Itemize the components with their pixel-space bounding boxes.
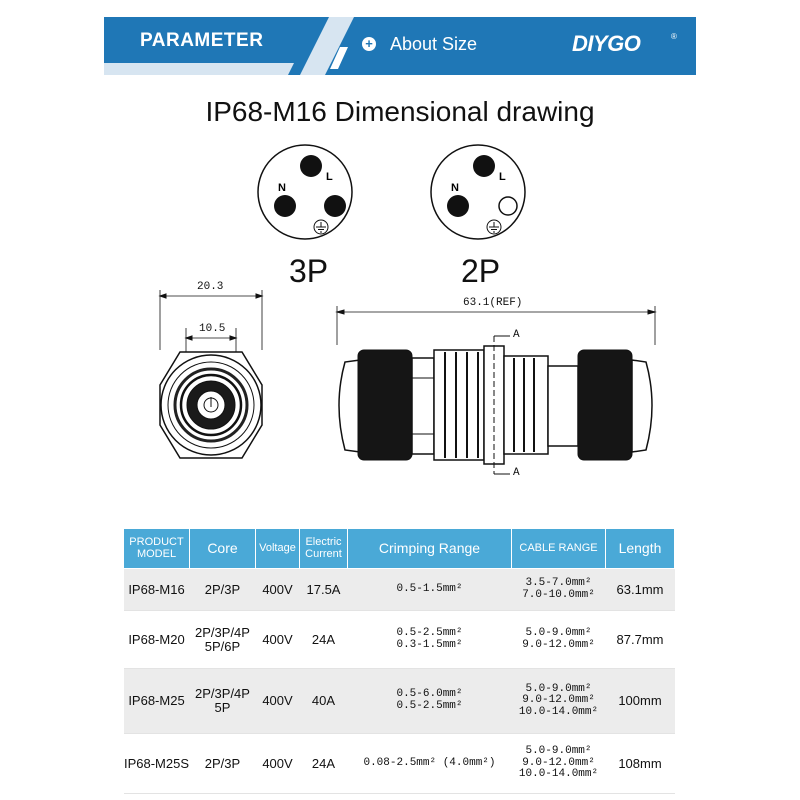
cell-model: IP68-M20: [123, 610, 190, 669]
crimping-line: 0.5-1.5mm²: [396, 582, 463, 595]
pin-diagram-3p: N L: [257, 144, 353, 240]
dimensional-drawing: N L N L: [158, 144, 657, 475]
cell-cable: 5.0-9.0mm² 9.0-12.0mm² 10.0-14.0mm²: [511, 733, 606, 794]
crimping-line: 0.5-2.5mm²: [396, 700, 463, 712]
cell-core: 2P/3P/4P 5P/6P: [189, 610, 256, 669]
cell-core: 2P/3P: [189, 733, 256, 794]
about-size-label: About Size: [390, 34, 478, 54]
header-core: Core: [189, 528, 256, 569]
core-line: 2P/3P: [204, 581, 241, 597]
core-line: 2P/3P/4P: [195, 624, 250, 640]
pin-diagram-label-3p: 3P: [289, 253, 329, 289]
pin-diagram-label-2p: 2P: [461, 253, 501, 289]
cable-line: 7.0-10.0mm²: [522, 588, 595, 601]
pin-label-n: N: [278, 182, 286, 194]
cell-crimping: 0.5-6.0mm² 0.5-2.5mm²: [347, 668, 512, 734]
section-label-top: A: [513, 329, 520, 341]
core-line: 5P/6P: [204, 638, 241, 654]
cell-voltage: 400V: [255, 668, 300, 734]
cell-length: 87.7mm: [605, 610, 675, 669]
page-title: IP68-M16 Dimensional drawing: [205, 96, 595, 127]
cell-voltage: 400V: [255, 610, 300, 669]
cell-voltage: 400V: [255, 733, 300, 794]
registered-mark: ®: [671, 32, 677, 41]
header-banner: PARAMETER + About Size DIYGO ®: [104, 17, 696, 75]
cable-line: 5.0-9.0mm²: [525, 682, 592, 695]
cell-length: 100mm: [605, 668, 675, 734]
end-view: [158, 290, 264, 459]
header-product-model: PRODUCT MODEL: [123, 528, 190, 569]
cable-line: 5.0-9.0mm²: [525, 626, 592, 639]
cell-model: IP68-M16: [123, 568, 190, 611]
cell-cable: 5.0-9.0mm² 9.0-12.0mm²: [511, 610, 606, 669]
crimping-line: 0.5-2.5mm²: [396, 626, 463, 639]
spec-table: PRODUCT MODEL Core Voltage Electric Curr…: [123, 528, 675, 794]
cell-crimping: 0.5-2.5mm² 0.3-1.5mm²: [347, 610, 512, 669]
cable-line: 9.0-12.0mm²: [522, 756, 595, 769]
cell-crimping: 0.5-1.5mm²: [347, 568, 512, 611]
pin-label-l: L: [326, 171, 333, 183]
cable-line: 9.0-12.0mm²: [522, 638, 595, 651]
core-line: 2P/3P: [204, 755, 241, 771]
cable-line: 10.0-14.0mm²: [518, 768, 599, 781]
header-electric-current: Electric Current: [299, 528, 348, 569]
outer-width-dimension: 20.3: [197, 281, 224, 293]
table-row: IP68-M25 2P/3P/4P 5P 400V 40A 0.5-6.0mm²…: [123, 668, 675, 734]
cell-cable: 5.0-9.0mm² 9.0-12.0mm² 10.0-14.0mm²: [511, 668, 606, 734]
cable-line: 3.5-7.0mm²: [525, 576, 592, 589]
earth-icon: [486, 219, 502, 235]
length-dimension: 63.1(REF): [463, 297, 523, 309]
cell-current: 24A: [299, 733, 348, 794]
cell-length: 63.1mm: [605, 568, 675, 611]
inner-width-dimension: 10.5: [199, 323, 226, 335]
table-row: IP68-M20 2P/3P/4P 5P/6P 400V 24A 0.5-2.5…: [123, 610, 675, 669]
section-label-bottom: A: [513, 467, 520, 479]
pin-label-l: L: [499, 171, 506, 183]
header-length: Length: [605, 528, 675, 569]
cell-model: IP68-M25S: [123, 733, 190, 794]
cell-current: 17.5A: [299, 568, 348, 611]
parameter-label: PARAMETER: [140, 30, 264, 51]
table-row: IP68-M16 2P/3P 400V 17.5A 0.5-1.5mm² 3.5…: [123, 568, 675, 611]
brand-logo: DIYGO: [572, 31, 641, 56]
pin-diagram-2p: N L: [430, 144, 526, 240]
banner-background: [104, 17, 696, 75]
side-view: [335, 306, 657, 475]
cell-cable: 3.5-7.0mm² 7.0-10.0mm²: [511, 568, 606, 611]
header-cable-range: CABLE RANGE: [511, 528, 606, 569]
table-header-row: PRODUCT MODEL Core Voltage Electric Curr…: [123, 528, 675, 569]
cell-current: 24A: [299, 610, 348, 669]
header-crimping-range: Crimping Range: [347, 528, 512, 569]
cable-line: 9.0-12.0mm²: [522, 694, 595, 707]
crimping-line: 0.08-2.5mm² (4.0mm²): [363, 756, 496, 769]
plus-circle-icon: +: [362, 37, 376, 51]
cell-model: IP68-M25: [123, 668, 190, 734]
earth-icon: [313, 219, 329, 235]
cable-line: 5.0-9.0mm²: [525, 745, 592, 758]
cell-current: 40A: [299, 668, 348, 734]
cell-core: 2P/3P/4P 5P: [189, 668, 256, 734]
core-line: 2P/3P/4P: [195, 686, 250, 702]
header-voltage: Voltage: [255, 528, 300, 569]
core-line: 5P: [214, 700, 231, 715]
table-row: IP68-M25S 2P/3P 400V 24A 0.08-2.5mm² (4.…: [123, 733, 675, 794]
crimping-line: 0.3-1.5mm²: [396, 638, 463, 651]
cell-crimping: 0.08-2.5mm² (4.0mm²): [347, 733, 512, 794]
cell-length: 108mm: [605, 733, 675, 794]
crimping-line: 0.5-6.0mm²: [396, 688, 463, 701]
cable-line: 10.0-14.0mm²: [518, 705, 599, 718]
pin-label-n: N: [451, 182, 459, 194]
cell-core: 2P/3P: [189, 568, 256, 611]
cell-voltage: 400V: [255, 568, 300, 611]
